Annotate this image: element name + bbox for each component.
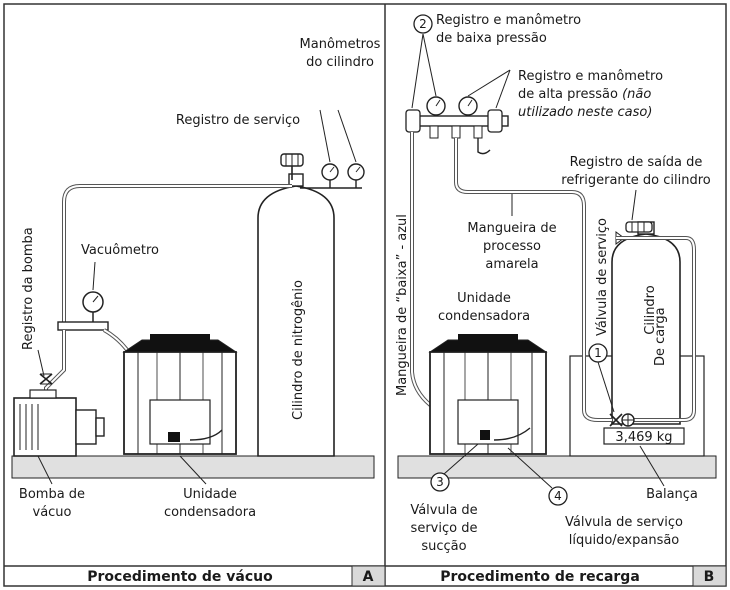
cylinder-outlet-valve xyxy=(615,221,653,245)
panel-b-letter-box xyxy=(692,565,727,587)
pump-valve-pointer xyxy=(37,349,45,377)
service-valve-vertical-label: Válvula de serviço xyxy=(595,218,610,336)
svg-text:3: 3 xyxy=(436,475,444,489)
service-valve-1 xyxy=(609,413,635,427)
condenser-a-label-2: condensadora xyxy=(164,505,256,520)
marker-1-pointer xyxy=(597,361,615,413)
vacuum-pump-label-1: Bomba de xyxy=(19,487,85,502)
vacuometer-label: Vacuômetro xyxy=(81,243,159,258)
suction-valve-label-3: sucção xyxy=(421,539,466,554)
high-pressure-label-3: utilizado neste caso) xyxy=(518,105,652,120)
nitrogen-cylinder: Cilindro de nitrogênio xyxy=(257,173,335,457)
process-hose-label-3: amarela xyxy=(485,257,538,272)
marker-3-pointer xyxy=(443,443,479,475)
cylinder-gauges-label-2: do cilindro xyxy=(306,55,374,70)
panel-a: Cilindro de nitrogênio xyxy=(11,37,381,520)
scale-display xyxy=(603,427,685,445)
panel-a-caption: Procedimento de vácuo xyxy=(87,569,273,585)
high-pressure-pointer-b xyxy=(495,69,511,109)
condenser-a-label-1: Unidade xyxy=(183,487,237,502)
vacuum-pump-pointer xyxy=(37,455,53,485)
service-valve-label: Registro de serviço xyxy=(176,113,300,128)
process-hose-label-1: Mangueira de xyxy=(467,221,556,236)
marker-3: 3 xyxy=(430,472,450,492)
charge-cylinder-label-2: De carga xyxy=(653,307,668,366)
condenser-unit-b xyxy=(428,334,548,455)
condenser-b-label-1: Unidade xyxy=(457,291,511,306)
cylinder-gauge-1 xyxy=(321,163,339,188)
caption-bar: Procedimento de vácuo A Procedimento de … xyxy=(87,565,727,587)
process-hose-label-2: processo xyxy=(483,239,541,254)
condenser-unit-a xyxy=(122,334,238,455)
svg-text:2: 2 xyxy=(419,17,427,31)
marker-4: 4 xyxy=(548,486,568,506)
svg-text:4: 4 xyxy=(554,489,562,503)
vacuum-pump xyxy=(13,389,105,457)
low-pressure-label-1: Registro e manômetro xyxy=(436,13,581,28)
high-pressure-label-1: Registro e manômetro xyxy=(518,69,663,84)
vacuum-manifold xyxy=(57,321,109,331)
suction-valve-label-2: serviço de xyxy=(411,521,478,536)
service-valve xyxy=(280,153,304,180)
high-pressure-gauge xyxy=(458,96,478,116)
marker-2: 2 xyxy=(413,14,433,34)
marker-2-pointer-a xyxy=(411,33,424,109)
cylinder-outlet-label-1: Registro de saída de xyxy=(570,155,703,170)
panel-b: 3,469 kg Cilindro De carga xyxy=(395,13,717,554)
cylinder-outlet-label-2: refrigerante do cilindro xyxy=(561,173,710,188)
low-pressure-label-2: de baixa pressão xyxy=(436,31,547,46)
liquid-valve-label-2: líquido/expansão xyxy=(569,533,680,548)
condenser-a-pointer xyxy=(179,455,207,485)
panel-a-letter-box xyxy=(351,565,386,587)
nitrogen-cylinder-label: Cilindro de nitrogênio xyxy=(291,280,306,420)
high-pressure-pointer-a xyxy=(467,69,511,97)
scale-label: Balança xyxy=(646,487,698,502)
cylinder-gauges-label-1: Manômetros xyxy=(300,37,381,52)
gauge-pointer-1 xyxy=(319,109,331,163)
gauge-manifold xyxy=(405,109,509,139)
panel-b-caption: Procedimento de recarga xyxy=(440,569,640,585)
marker-1: 1 xyxy=(588,343,608,363)
scale-pointer xyxy=(639,445,665,487)
svg-text:1: 1 xyxy=(594,346,602,360)
condenser-b-label-2: condensadora xyxy=(438,309,530,324)
liquid-valve-label-1: Válvula de serviço xyxy=(565,515,683,530)
suction-valve-label-1: Válvula de xyxy=(410,503,477,518)
low-pressure-gauge xyxy=(426,96,446,116)
cylinder-gauge-2 xyxy=(347,163,365,188)
panel-b-letter: B xyxy=(704,569,715,585)
high-pressure-hose-stub xyxy=(477,138,491,155)
pump-hose xyxy=(44,330,66,398)
vacuum-pump-label-2: vácuo xyxy=(33,505,72,520)
scale-reading: 3,469 kg xyxy=(615,430,672,445)
marker-2-pointer-b xyxy=(422,33,437,97)
vacuometer xyxy=(82,291,104,326)
pump-valve-label: Registro da bomba xyxy=(21,227,36,350)
charge-cylinder: Cilindro xyxy=(611,221,681,425)
pump-valve xyxy=(39,373,53,385)
gauge-pointer-2 xyxy=(337,109,357,163)
marker-4-pointer xyxy=(507,447,553,489)
vacuometer-pointer xyxy=(92,261,96,291)
high-pressure-label-2: de alta pressão (não xyxy=(518,87,651,102)
panel-a-letter: A xyxy=(363,569,374,585)
panel-b-ground xyxy=(397,455,717,479)
cylinder-outlet-pointer xyxy=(631,189,637,221)
low-hose-vertical-label: Mangueira de “baixa” - azul xyxy=(395,214,410,396)
charge-cylinder-label-1: Cilindro xyxy=(643,285,658,334)
panel-a-ground xyxy=(11,455,375,479)
